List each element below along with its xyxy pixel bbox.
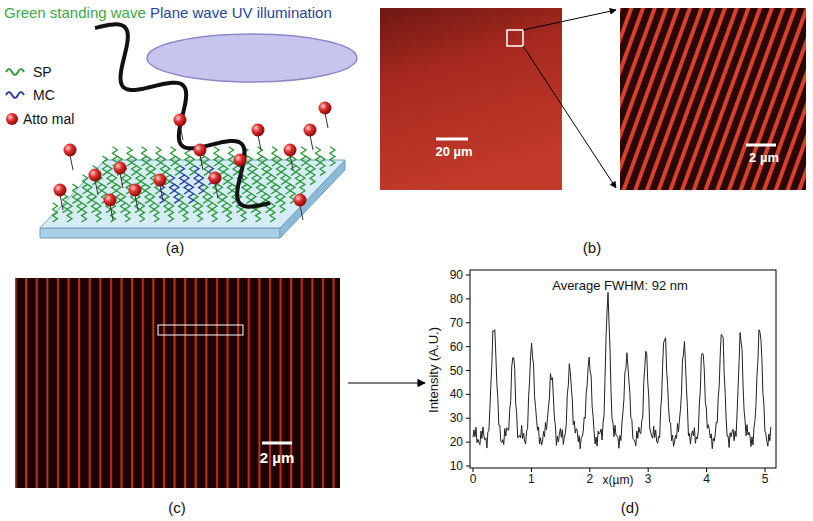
axis-tick-label: 0 xyxy=(470,473,477,485)
intensity-plot xyxy=(466,270,776,472)
panel-a-illustration xyxy=(6,24,357,238)
axis-title: x(µm) xyxy=(603,474,634,486)
axis-title: Intensity (A.U.) xyxy=(427,327,440,413)
panel-c-image xyxy=(15,278,425,488)
axis-tick-label: 40 xyxy=(450,388,463,400)
figure-label: Average FWHM: 92 nm xyxy=(552,279,688,292)
axis-tick-label: 90 xyxy=(450,269,463,281)
panel-letter: (c) xyxy=(168,500,186,515)
panel-letter: (d) xyxy=(621,500,639,515)
axis-tick-label: 2 xyxy=(586,473,593,485)
axis-tick-label: 30 xyxy=(450,412,463,424)
panel-letter: (b) xyxy=(583,240,601,255)
scale-bar-label: 2 µm xyxy=(749,151,779,164)
axis-tick-label: 80 xyxy=(450,293,463,305)
axis-tick-label: 70 xyxy=(450,317,463,329)
figure-label: Green standing wave xyxy=(4,5,146,20)
scale-bar-label: 20 µm xyxy=(435,145,472,158)
axis-tick-label: 5 xyxy=(762,473,769,485)
figure-label: Atto mal xyxy=(23,112,74,126)
panel-letter: (a) xyxy=(166,240,184,255)
figure-label: Plane wave UV illumination xyxy=(150,5,332,20)
axis-tick-label: 50 xyxy=(450,365,463,377)
axis-tick-label: 20 xyxy=(450,436,463,448)
axis-tick-label: 1 xyxy=(528,473,535,485)
axis-tick-label: 3 xyxy=(645,473,652,485)
axis-tick-label: 10 xyxy=(450,460,463,472)
figure-label: SP xyxy=(33,65,52,79)
panel-b-images xyxy=(380,8,806,190)
figure-label: MC xyxy=(33,88,55,102)
axis-tick-label: 4 xyxy=(703,473,710,485)
axis-tick-label: 60 xyxy=(450,341,463,353)
scale-bar-label: 2 µm xyxy=(260,450,295,465)
